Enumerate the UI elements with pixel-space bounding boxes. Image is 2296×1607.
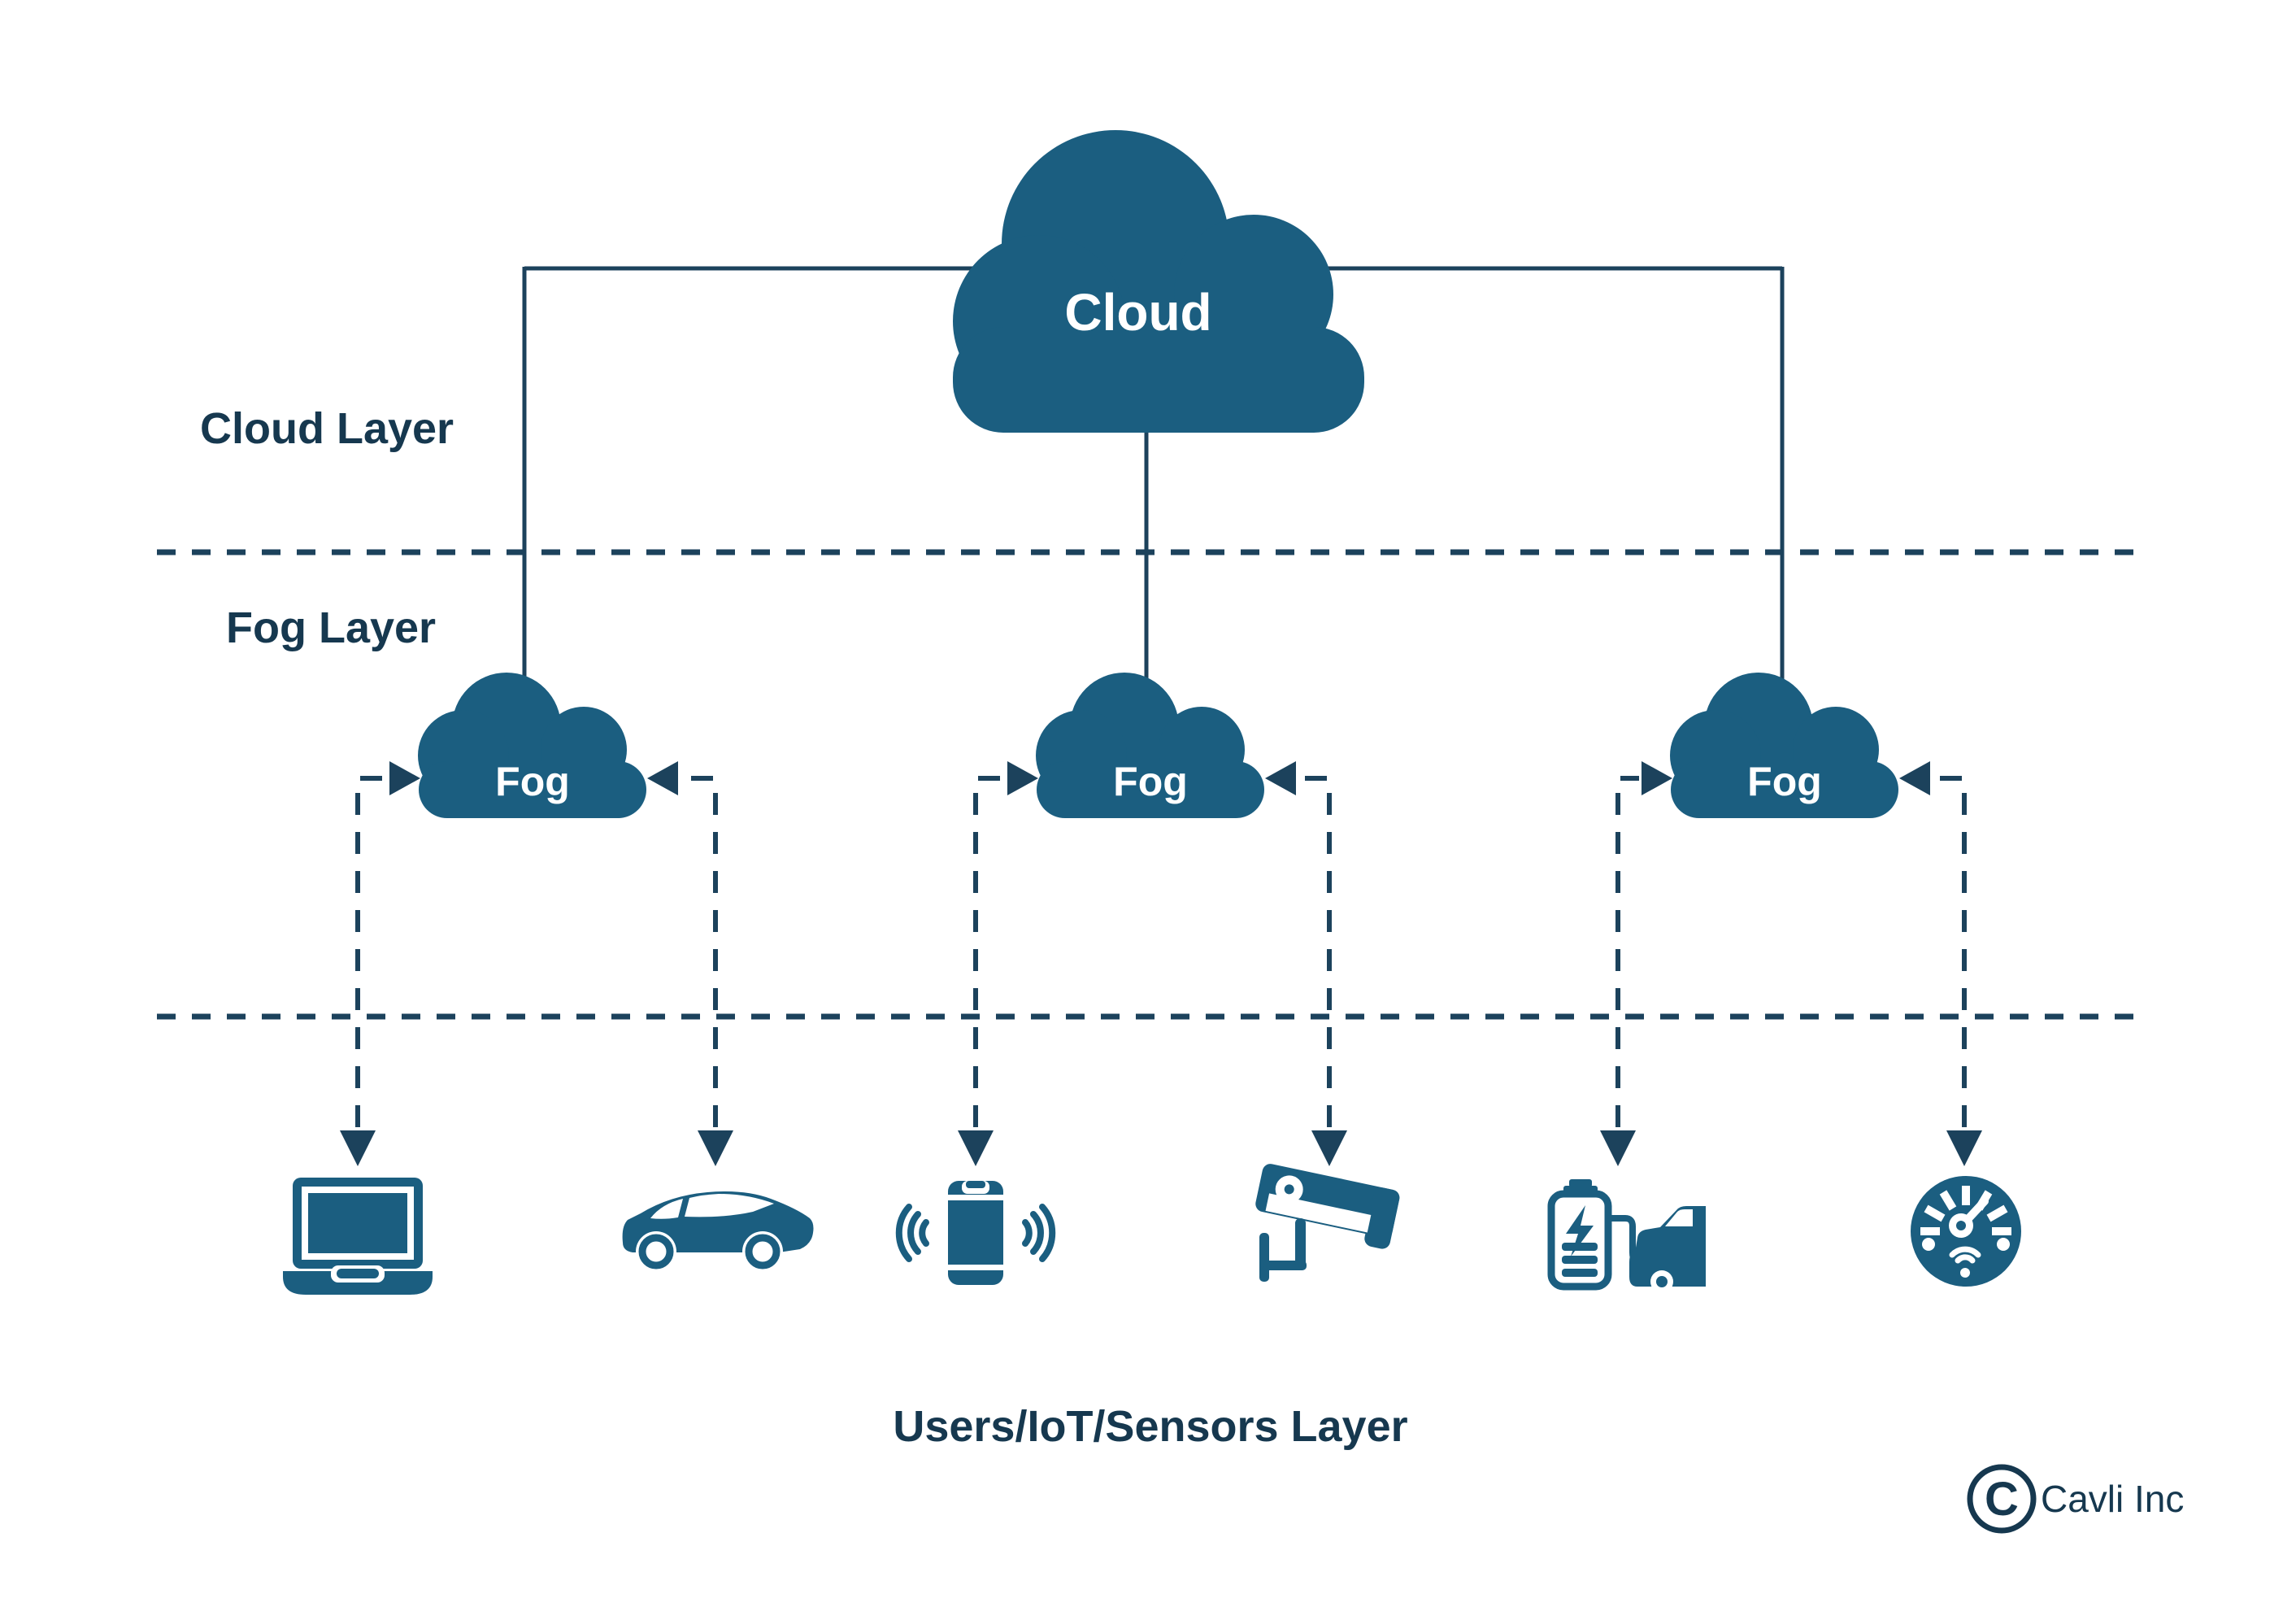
arrow-to-smartphone (958, 1130, 994, 1166)
fog-base (1671, 761, 1898, 818)
link-camera (1298, 776, 1332, 1127)
arrow-to-laptop (340, 1130, 376, 1166)
car-front-window (650, 1199, 683, 1219)
fog-base (419, 761, 646, 818)
cloud-node: Cloud (953, 130, 1364, 433)
fog-base (1037, 761, 1264, 818)
battery-bar (1562, 1243, 1598, 1251)
camera-arm (1295, 1218, 1306, 1267)
battery-bar (1562, 1269, 1598, 1277)
arrow-into-fog3-right (1899, 761, 1930, 795)
arrow-into-fog3-left (1642, 761, 1672, 795)
car-icon (622, 1191, 814, 1272)
camera-visor (1265, 1193, 1372, 1233)
car-front-wheel (638, 1234, 674, 1269)
ev-charging-station-icon (1547, 1179, 1706, 1293)
camera-cap (1364, 1187, 1400, 1249)
link-speedometer (1932, 776, 1967, 1127)
gauge-side-dot-right (1997, 1238, 2010, 1251)
phone-top-line (948, 1195, 1003, 1200)
phone-body (948, 1181, 1003, 1285)
arrow-into-fog1-right (647, 761, 678, 795)
wave (895, 1204, 912, 1262)
fog-node-label: Fog (495, 759, 570, 804)
battery-cap-top (1569, 1179, 1592, 1187)
fog-device-links (355, 776, 1967, 1127)
wave (919, 1219, 929, 1247)
cloud-node-label: Cloud (1064, 283, 1211, 342)
car-rear-window (685, 1194, 774, 1217)
wave (1039, 1204, 1056, 1262)
wifi-dot (1960, 1268, 1970, 1278)
company-name: Cavli Inc (2041, 1478, 2184, 1520)
tick (1924, 1204, 1946, 1222)
brand-logo: C Cavli Inc (1967, 1464, 2184, 1534)
fog-node-label: Fog (1113, 759, 1188, 804)
link-car (681, 776, 718, 1127)
arrow-to-ev (1600, 1130, 1636, 1166)
link-arrowheads (340, 761, 1982, 1166)
logo-letter: C (1985, 1473, 2019, 1526)
arrow-to-camera (1311, 1130, 1347, 1166)
arrow-into-fog2-right (1265, 761, 1296, 795)
tick (1939, 1190, 1957, 1211)
camera-lens-dot (1284, 1184, 1294, 1195)
layer-separators (157, 549, 2145, 1020)
camera-wall-bar (1259, 1233, 1269, 1282)
link-smartphone (973, 776, 1005, 1127)
wave (1030, 1211, 1044, 1255)
arrow-into-fog1-left (389, 761, 420, 795)
smart-speedometer-icon (1911, 1176, 2021, 1287)
laptop-notch-tab (337, 1269, 379, 1278)
logo-ring (1967, 1464, 2037, 1534)
fog-node-2: Fog (1036, 673, 1264, 818)
wifi-arc (1949, 1246, 1981, 1258)
fog-node-3: Fog (1670, 673, 1898, 818)
link-laptop (355, 776, 389, 1127)
vibration-waves (895, 1204, 1056, 1262)
gauge-pivot-dot (1956, 1221, 1966, 1230)
phone-notch-tab (966, 1181, 985, 1188)
fog-node-1: Fog (418, 673, 646, 818)
smartphone-vibrate-icon (895, 1181, 1056, 1285)
car-rear-wheel (745, 1234, 781, 1269)
wave (1022, 1219, 1033, 1247)
users-layer-label: Users/IoT/Sensors Layer (893, 1402, 1407, 1451)
arrow-to-speedometer (1946, 1130, 1982, 1166)
wave (907, 1211, 921, 1255)
link-ev (1615, 776, 1639, 1127)
laptop-display (308, 1193, 407, 1253)
battery-bar (1562, 1256, 1598, 1264)
arrow-into-fog2-left (1007, 761, 1038, 795)
phone-bottom-line (948, 1265, 1003, 1270)
ev-car-window (1665, 1209, 1693, 1226)
tick (1986, 1204, 2008, 1222)
laptop-icon (283, 1178, 433, 1295)
cloud-base (953, 327, 1364, 433)
fog-layer-label: Fog Layer (226, 603, 436, 652)
wifi-arc (1955, 1254, 1976, 1264)
gauge-side-dot-left (1922, 1238, 1935, 1251)
arrow-to-car (698, 1130, 733, 1166)
lightning-bolt (1566, 1205, 1594, 1256)
fog-node-label: Fog (1747, 759, 1822, 804)
ev-car-wheel-hub (1656, 1276, 1668, 1287)
cctv-camera-icon (1255, 1164, 1400, 1282)
cloud-layer-label: Cloud Layer (200, 404, 454, 453)
wifi-icon (1949, 1246, 1981, 1264)
laptop-base (283, 1271, 433, 1295)
